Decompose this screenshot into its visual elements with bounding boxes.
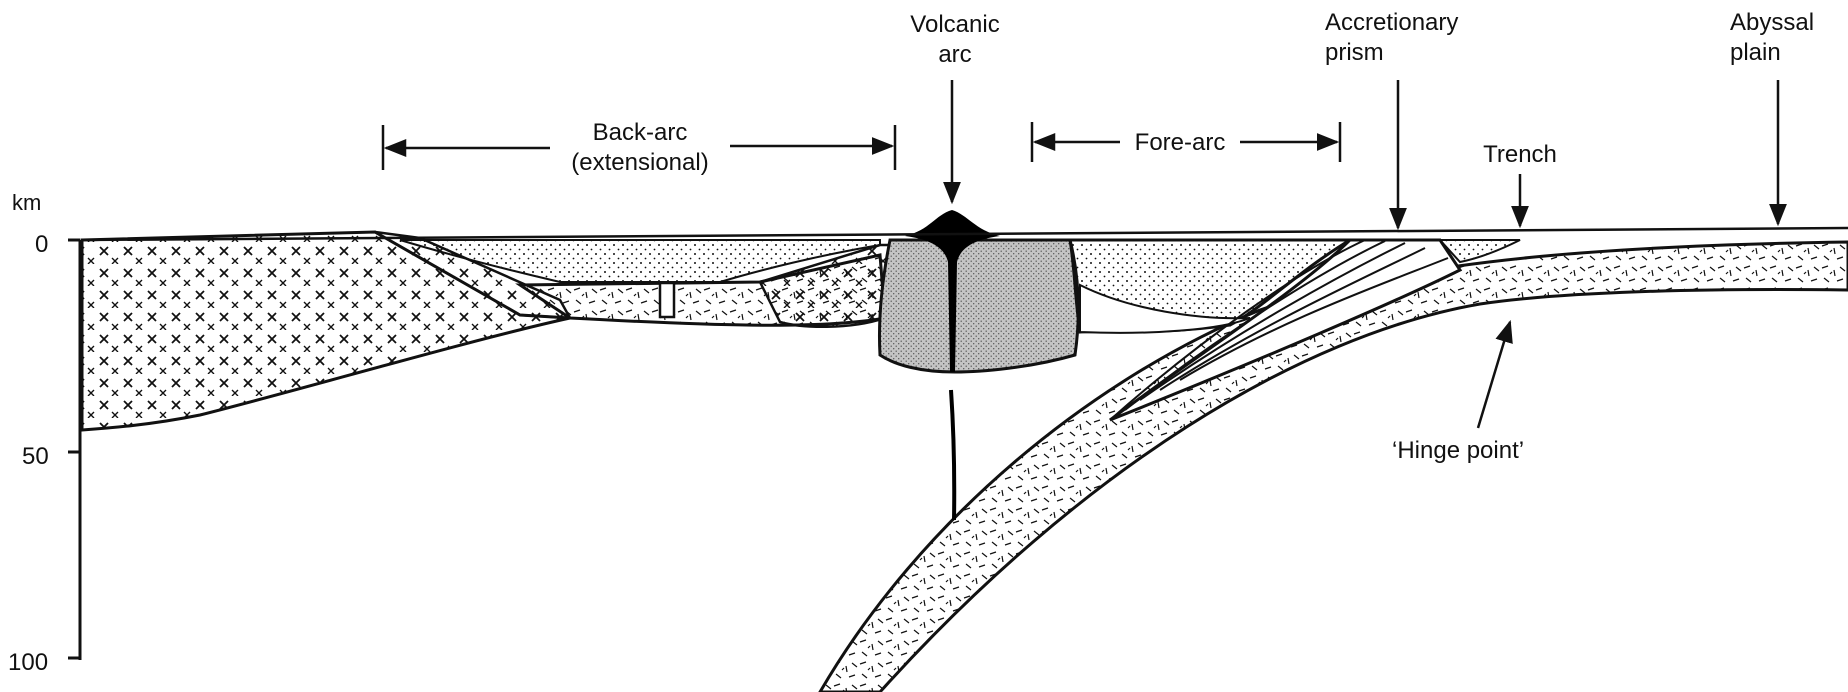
depth-axis: km 0 50 100 — [8, 190, 80, 676]
label-fore-arc: Fore-arc — [1032, 122, 1340, 162]
label-abyssal-plain-line2: plain — [1730, 39, 1781, 66]
label-hinge-point: ‘Hinge point’ — [1392, 322, 1524, 464]
axis-tick-label-0: 0 — [35, 231, 48, 258]
label-abyssal-plain: Abyssal plain — [1730, 9, 1814, 224]
label-accretionary-prism: Accretionary prism — [1325, 9, 1458, 228]
back-arc-spreading-centre — [660, 283, 674, 317]
label-volcanic-arc-line2: arc — [938, 41, 971, 68]
label-hinge-point-text: ‘Hinge point’ — [1392, 437, 1524, 464]
volcanic-arc-body — [879, 240, 1078, 372]
label-back-arc-line2: (extensional) — [571, 149, 708, 176]
label-volcanic-arc-line1: Volcanic — [910, 11, 999, 38]
label-accretionary-prism-line2: prism — [1325, 39, 1384, 66]
label-accretionary-prism-line1: Accretionary — [1325, 9, 1458, 36]
label-fore-arc: Fore-arc — [1135, 129, 1226, 156]
label-back-arc-line1: Back-arc — [593, 119, 688, 146]
magma-feeder-dike — [951, 390, 954, 520]
label-volcanic-arc: Volcanic arc — [910, 11, 999, 202]
label-abyssal-plain-line1: Abyssal — [1730, 9, 1814, 36]
axis-tick-label-100: 100 — [8, 649, 48, 676]
label-back-arc: Back-arc (extensional) — [383, 119, 895, 176]
axis-tick-label-50: 50 — [22, 443, 49, 470]
label-trench: Trench — [1483, 141, 1557, 226]
hinge-point-arrow — [1478, 322, 1510, 428]
label-trench-text: Trench — [1483, 141, 1557, 168]
axis-unit-label: km — [12, 190, 41, 215]
